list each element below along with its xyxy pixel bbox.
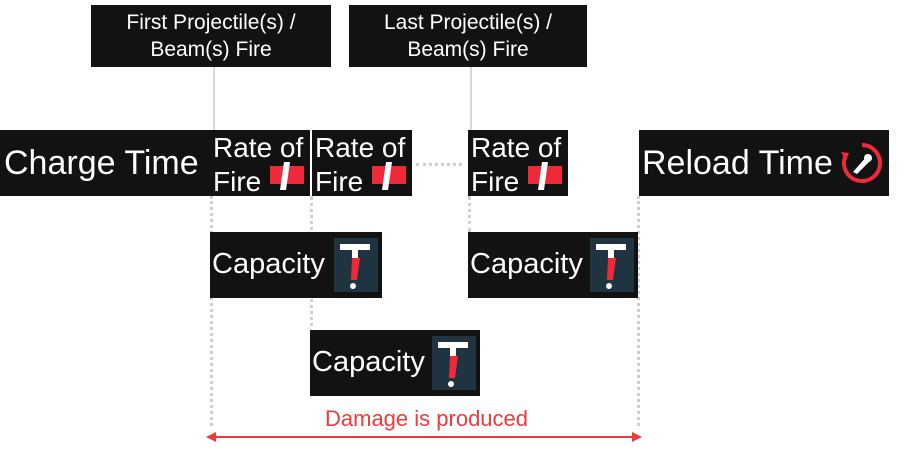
capacity-box-2: Capacity	[310, 330, 480, 396]
mid2-guide-line	[468, 196, 471, 232]
charge-time-label: Charge Time	[4, 144, 199, 182]
reload-time-box: Reload Time	[639, 130, 889, 196]
rate-of-fire-box-last: Rate of Fire	[468, 130, 568, 196]
last-fire-text: Last Projectile(s) / Beam(s) Fire	[383, 11, 553, 61]
capacity-label: Capacity	[212, 248, 325, 280]
rate-of-fire-box-2: Rate of Fire	[312, 130, 412, 196]
ammo-capacity-icon	[590, 238, 634, 292]
rate-of-fire-box-1: Rate of Fire	[210, 130, 310, 196]
first-fire-connector	[213, 66, 215, 130]
ammo-capacity-icon	[334, 238, 378, 292]
red-flag-bullet-icon	[528, 162, 562, 190]
ammo-capacity-icon	[432, 336, 476, 390]
first-fire-label: First Projectile(s) / Beam(s) Fire	[91, 5, 331, 67]
reload-time-label: Reload Time	[642, 144, 833, 182]
rate-of-fire-label: Rate of Fire	[471, 132, 562, 196]
damage-range-arrow	[206, 432, 642, 442]
rof-sequence-dots	[416, 163, 462, 166]
reload-cycle-icon	[841, 143, 882, 183]
capacity-label: Capacity	[312, 346, 425, 378]
last-fire-connector	[470, 66, 472, 130]
first-fire-text: First Projectile(s) / Beam(s) Fire	[126, 11, 296, 61]
rate-of-fire-label: Rate of Fire	[213, 132, 304, 196]
red-flag-bullet-icon	[372, 162, 406, 190]
capacity-box-1: Capacity	[210, 232, 382, 298]
left-guide-line	[210, 196, 213, 426]
damage-label: Damage is produced	[325, 406, 529, 431]
last-fire-label: Last Projectile(s) / Beam(s) Fire	[349, 5, 587, 67]
capacity-box-last: Capacity	[468, 232, 638, 298]
right-guide-line	[637, 196, 640, 426]
capacity-label: Capacity	[470, 248, 583, 280]
charge-time-box: Charge Time	[0, 130, 210, 196]
red-flag-bullet-icon	[270, 162, 304, 190]
rate-of-fire-label: Rate of Fire	[315, 132, 406, 196]
